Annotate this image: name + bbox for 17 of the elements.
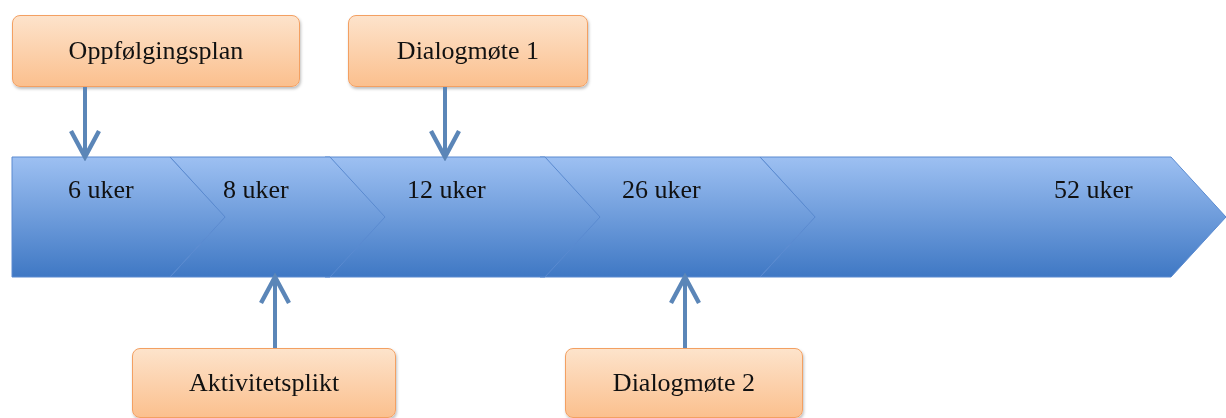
duration-label: 8 uker (223, 175, 289, 205)
arrow (68, 87, 102, 160)
arrow (668, 274, 702, 348)
milestone-box (565, 348, 803, 418)
duration-label: 52 uker (1054, 175, 1133, 205)
milestone-box (132, 348, 396, 418)
milestone-box (348, 15, 588, 87)
milestone-label: Dialogmøte 2 (612, 368, 756, 398)
arrow (258, 274, 292, 348)
duration-label: 26 uker (622, 175, 701, 205)
milestone-label: Oppfølgingsplan (68, 36, 244, 66)
milestone-box (12, 15, 300, 87)
milestone-label: Dialogmøte 1 (396, 36, 540, 66)
duration-label: 12 uker (407, 175, 486, 205)
arrow (428, 87, 462, 160)
milestone-label: Aktivitetsplikt (188, 368, 340, 398)
duration-label: 6 uker (68, 175, 134, 205)
